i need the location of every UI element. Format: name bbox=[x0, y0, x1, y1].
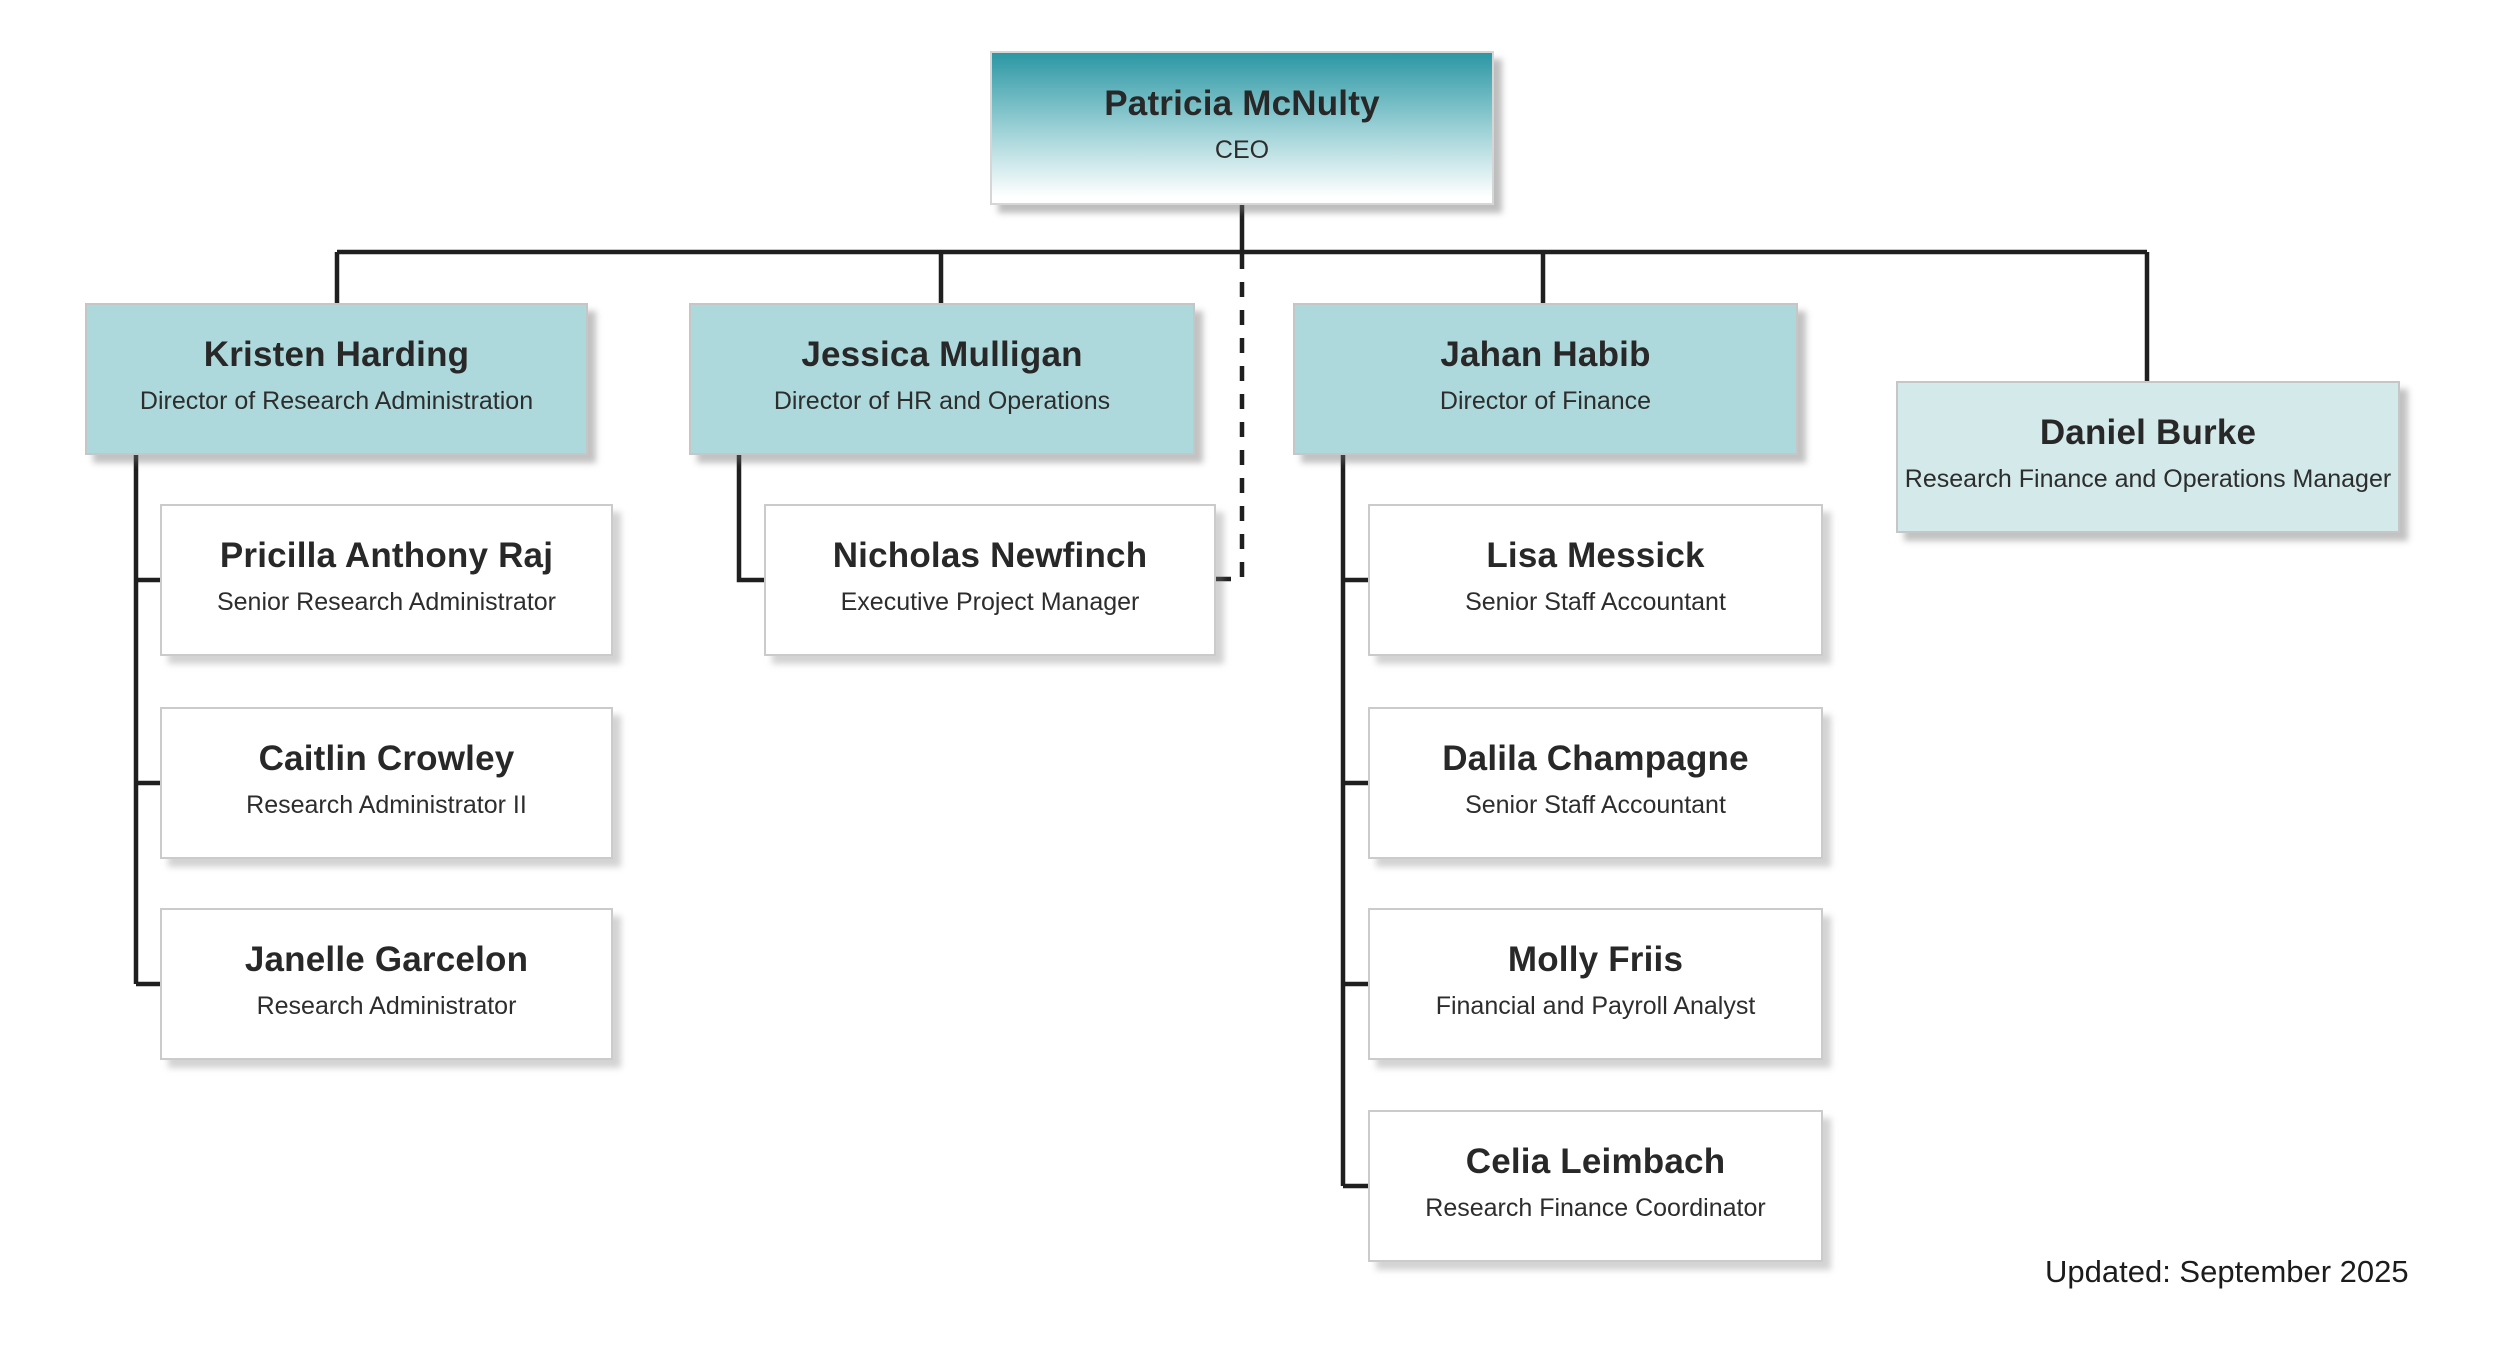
person-title: Executive Project Manager bbox=[840, 587, 1140, 616]
person-name: Jessica Mulligan bbox=[801, 334, 1083, 374]
org-node-director-hr-operations: Jessica Mulligan Director of HR and Oper… bbox=[689, 303, 1195, 455]
org-node-research-administrator: Janelle Garcelon Research Administrator bbox=[160, 908, 613, 1060]
person-name: Pricilla Anthony Raj bbox=[219, 535, 554, 575]
person-title: Senior Staff Accountant bbox=[1465, 587, 1726, 616]
org-node-director-finance: Jahan Habib Director of Finance bbox=[1293, 303, 1798, 455]
person-name: Kristen Harding bbox=[203, 334, 470, 374]
person-title: Senior Staff Accountant bbox=[1465, 790, 1726, 819]
person-name: Jahan Habib bbox=[1440, 334, 1651, 374]
org-node-research-finance-coordinator: Celia Leimbach Research Finance Coordina… bbox=[1368, 1110, 1823, 1262]
org-node-financial-payroll-analyst: Molly Friis Financial and Payroll Analys… bbox=[1368, 908, 1823, 1060]
person-title: Research Finance and Operations Manager bbox=[1904, 464, 2392, 493]
person-title: Senior Research Administrator bbox=[216, 587, 557, 616]
org-node-research-administrator-2: Caitlin Crowley Research Administrator I… bbox=[160, 707, 613, 859]
person-title: Director of Finance bbox=[1439, 386, 1652, 415]
person-name: Dalila Champagne bbox=[1442, 738, 1749, 778]
org-node-ceo: Patricia McNulty CEO bbox=[990, 51, 1494, 205]
org-node-senior-staff-accountant-1: Lisa Messick Senior Staff Accountant bbox=[1368, 504, 1823, 656]
person-title: Director of Research Administration bbox=[139, 386, 534, 415]
person-title: Research Finance Coordinator bbox=[1425, 1193, 1766, 1222]
person-name: Lisa Messick bbox=[1486, 535, 1705, 575]
updated-date-note: Updated: September 2025 bbox=[2045, 1254, 2409, 1289]
person-name: Nicholas Newfinch bbox=[832, 535, 1148, 575]
person-name: Celia Leimbach bbox=[1465, 1141, 1726, 1181]
person-name: Patricia McNulty bbox=[1104, 83, 1380, 123]
person-name: Janelle Garcelon bbox=[244, 939, 529, 979]
org-node-research-finance-operations-manager: Daniel Burke Research Finance and Operat… bbox=[1896, 381, 2400, 533]
person-name: Molly Friis bbox=[1507, 939, 1684, 979]
person-title: Research Administrator II bbox=[246, 790, 527, 819]
person-title: Financial and Payroll Analyst bbox=[1435, 991, 1756, 1020]
connector-elbow-nicholas bbox=[736, 455, 764, 583]
org-node-senior-staff-accountant-2: Dalila Champagne Senior Staff Accountant bbox=[1368, 707, 1823, 859]
person-title: CEO bbox=[1214, 135, 1270, 164]
connector-dashed-ceo-nicholas bbox=[1214, 254, 1245, 582]
person-title: Research Administrator bbox=[256, 991, 517, 1020]
org-node-executive-project-manager: Nicholas Newfinch Executive Project Mana… bbox=[764, 504, 1216, 656]
org-node-director-research-administration: Kristen Harding Director of Research Adm… bbox=[85, 303, 588, 455]
person-name: Caitlin Crowley bbox=[258, 738, 515, 778]
person-title: Director of HR and Operations bbox=[773, 386, 1111, 415]
org-node-senior-research-administrator: Pricilla Anthony Raj Senior Research Adm… bbox=[160, 504, 613, 656]
person-name: Daniel Burke bbox=[2039, 412, 2257, 452]
